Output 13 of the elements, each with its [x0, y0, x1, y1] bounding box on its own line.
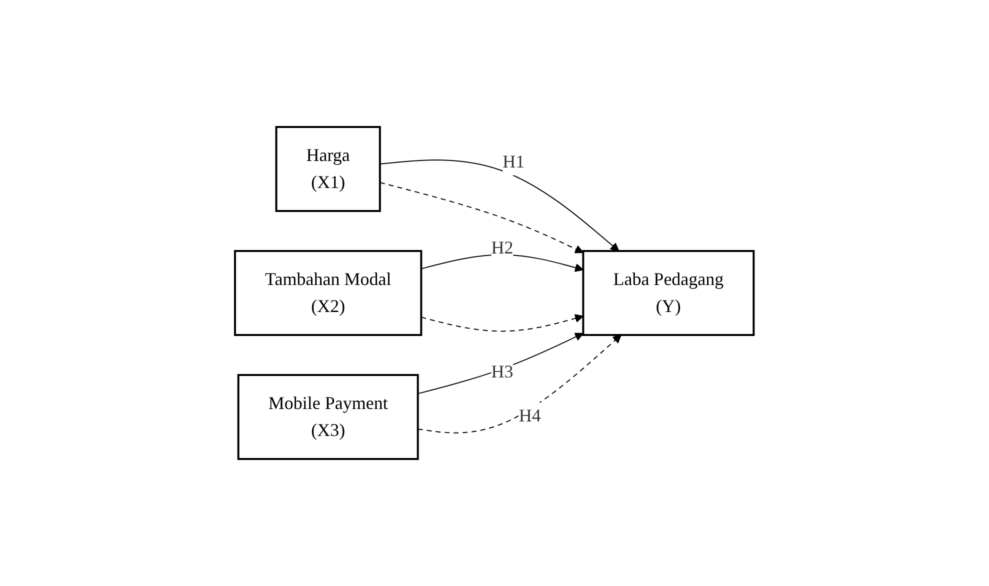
edge-label: H4 — [518, 405, 541, 426]
arrow — [418, 334, 622, 434]
node-box: Harga (X1) — [275, 126, 382, 212]
arrow — [380, 160, 620, 252]
edge-label: H3 — [491, 361, 514, 382]
arrow — [380, 182, 584, 254]
node-box: Tambahan Modal (X2) — [234, 250, 422, 336]
arrow — [420, 314, 584, 332]
node-box: Laba Pedagang (Y) — [582, 250, 755, 336]
node-box: Mobile Payment (X3) — [238, 374, 420, 460]
edge-label: H1 — [502, 151, 525, 172]
edge-label: H2 — [491, 237, 514, 258]
arrow — [418, 332, 584, 394]
